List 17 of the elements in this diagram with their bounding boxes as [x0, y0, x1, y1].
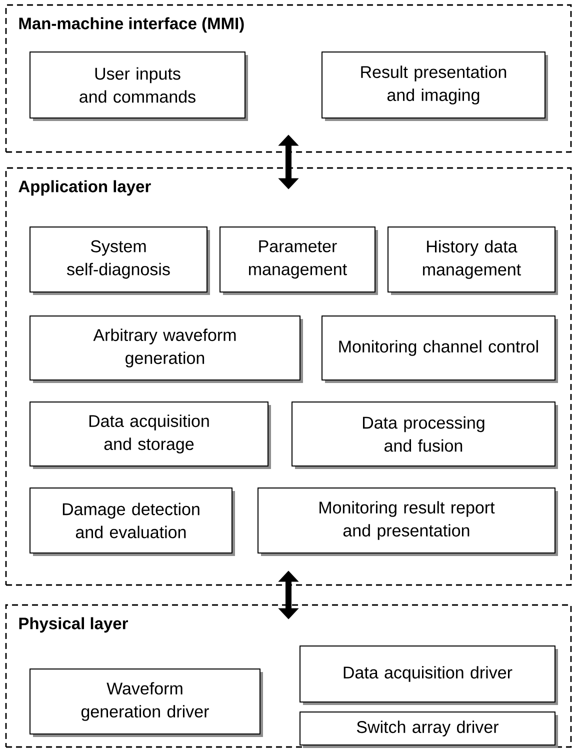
- layer-title: Man-machine interface (MMI): [19, 17, 244, 33]
- process-box: Parameter management: [220, 226, 378, 295]
- process-box: History data management: [388, 226, 558, 295]
- process-box: Monitoring channel control: [322, 316, 558, 383]
- layer-title: Application layer: [18, 180, 151, 196]
- layer-title: Physical layer: [19, 617, 128, 633]
- process-box: Data acquisition and storage: [30, 402, 271, 469]
- process-box: Damage detection and evaluation: [30, 488, 235, 556]
- process-box: Arbitrary waveform generation: [30, 316, 303, 383]
- process-box: Monitoring result report and presentation: [258, 488, 558, 556]
- process-box: Result presentation and imaging: [322, 52, 548, 121]
- process-box: Data processing and fusion: [292, 402, 558, 469]
- process-box: Switch array driver: [300, 712, 558, 748]
- process-box: Waveform generation driver: [30, 668, 263, 737]
- process-box: System self-diagnosis: [30, 226, 210, 295]
- process-box: Data acquisition driver: [300, 646, 558, 705]
- process-box: User inputs and commands: [30, 52, 248, 121]
